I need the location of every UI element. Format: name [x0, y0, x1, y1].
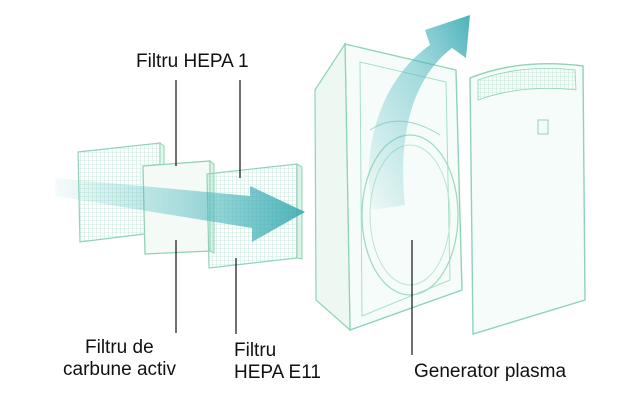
label-plasma-generator: Generator plasma	[414, 361, 566, 383]
plasma-generator-housing	[314, 42, 463, 332]
label-carbon-line1: Filtru de	[85, 337, 154, 358]
label-carbon-line2: carbune activ	[63, 359, 177, 380]
label-hepa-e11-line2: HEPA E11	[234, 362, 321, 383]
label-hepa-e11-line1: Filtru	[234, 340, 277, 361]
leader-lines	[175, 80, 413, 355]
label-hepa-1-text: Filtru HEPA 1	[136, 51, 249, 72]
front-cover-panel	[469, 63, 586, 335]
label-plasma-text: Generator plasma	[414, 361, 567, 382]
airflow-arrow-horizontal	[55, 178, 305, 242]
label-hepa-e11: Filtru HEPA E11	[234, 340, 321, 384]
label-carbon-filter: Filtru de carbune activ	[63, 337, 176, 381]
airflow-arrow-upward	[368, 15, 470, 210]
label-hepa-1: Filtru HEPA 1	[136, 51, 249, 73]
